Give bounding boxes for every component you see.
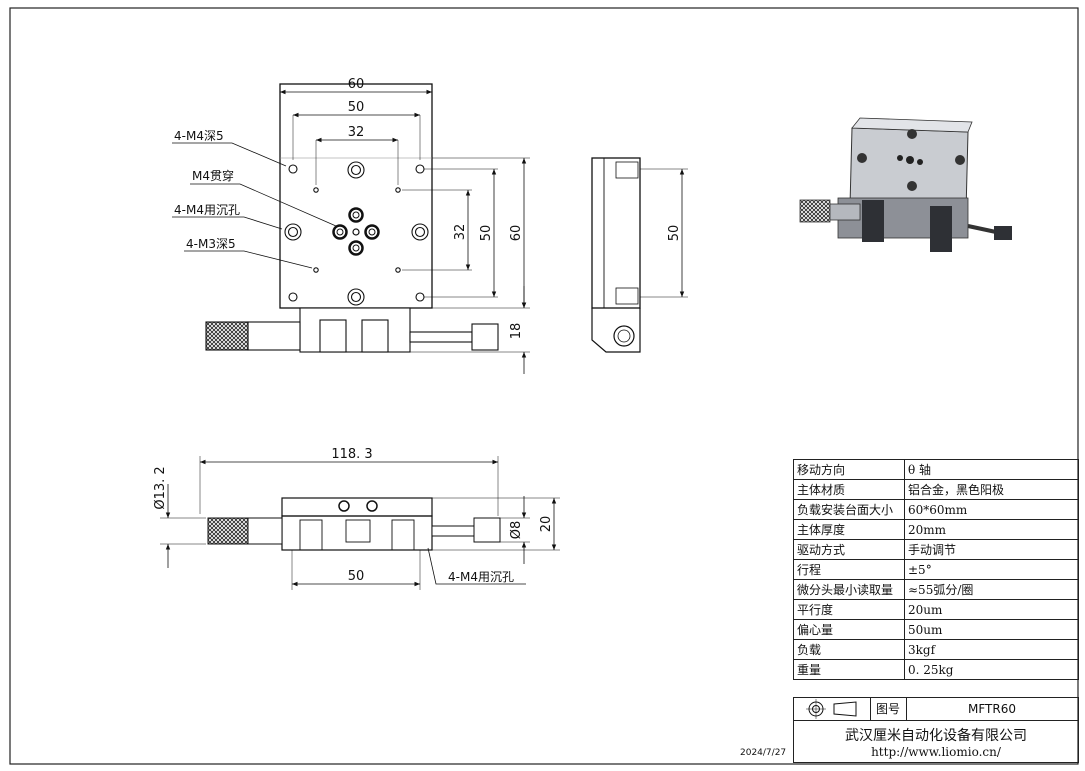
spec-key: 重量 xyxy=(793,659,905,680)
mounting-holes xyxy=(284,161,429,306)
spec-value: 铝合金，黑色阳极 xyxy=(904,479,1079,500)
callout-m4-through: M4贯穿 xyxy=(192,168,234,183)
front-dim-50: 50 xyxy=(348,569,365,584)
front-callout-m4-counterbore: 4-M4用沉孔 xyxy=(448,570,514,584)
dim-60-width: 60 xyxy=(348,77,365,92)
dim-32-width: 32 xyxy=(348,125,365,140)
front-dim-20: 20 xyxy=(539,516,554,533)
spec-value: ≈55弧分/圈 xyxy=(904,579,1079,600)
front-dim-spindle-diameter: Ø8 xyxy=(509,521,524,540)
top-view: 60 50 32 32 50 60 18 4-M4深5 M4贯穿 4-M4用沉孔… xyxy=(172,77,530,374)
dim-50-height: 50 xyxy=(479,225,494,242)
front-dim-length: 118. 3 xyxy=(331,447,372,462)
spec-value: 0. 25kg xyxy=(904,659,1079,680)
side-dim-50: 50 xyxy=(667,225,682,242)
top-plate-outline xyxy=(279,83,433,309)
spec-value: ±5° xyxy=(904,559,1079,580)
spec-row: 主体材质铝合金，黑色阳极 xyxy=(793,479,1079,500)
spec-key: 移动方向 xyxy=(793,459,905,480)
drawing-number-label: 图号 xyxy=(870,698,907,720)
spec-value: 60*60mm xyxy=(904,499,1079,520)
spec-key: 主体材质 xyxy=(793,479,905,500)
dim-60-height: 60 xyxy=(509,225,524,242)
sheet-border xyxy=(9,7,1079,765)
spec-key: 平行度 xyxy=(793,599,905,620)
spec-key: 主体厚度 xyxy=(793,519,905,540)
company-url: http://www.liomio.cn/ xyxy=(871,745,1001,759)
spec-key: 行程 xyxy=(793,559,905,580)
callout-m3-depth: 4-M3深5 xyxy=(186,237,236,251)
top-view-mechanism xyxy=(205,307,499,353)
drawing-number: MFTR60 xyxy=(968,702,1016,716)
title-block: 图号 MFTR60 武汉厘米自动化设备有限公司 http://www.liomi… xyxy=(793,697,1079,763)
first-angle-projection-icon xyxy=(794,698,871,720)
spec-value: 手动调节 xyxy=(904,539,1079,560)
callout-m4-counterbore: 4-M4用沉孔 xyxy=(174,203,240,217)
dim-18-height: 18 xyxy=(509,323,524,340)
callout-m4-depth: 4-M4深5 xyxy=(174,129,224,143)
spec-value: 3kgf xyxy=(904,639,1079,660)
spec-key: 驱动方式 xyxy=(793,539,905,560)
spec-value: θ 轴 xyxy=(904,459,1079,480)
dim-32-height: 32 xyxy=(453,224,468,241)
company-name: 武汉厘米自动化设备有限公司 xyxy=(845,728,1027,744)
spec-key: 偏心量 xyxy=(793,619,905,640)
spec-value: 20um xyxy=(904,599,1079,620)
front-view: 118. 3 Ø13. 2 50 Ø8 20 4-M4用沉孔 xyxy=(153,447,560,590)
spec-key: 负载安装台面大小 xyxy=(793,499,905,520)
spec-row: 驱动方式手动调节 xyxy=(793,539,1079,560)
spec-row: 微分头最小读取量≈55弧分/圈 xyxy=(793,579,1079,600)
spec-key: 微分头最小读取量 xyxy=(793,579,905,600)
spec-key: 负载 xyxy=(793,639,905,660)
isometric-view xyxy=(799,117,1012,252)
spec-row: 行程±5° xyxy=(793,559,1079,580)
spec-value: 50um xyxy=(904,619,1079,640)
spec-value: 20mm xyxy=(904,519,1079,540)
center-holes xyxy=(332,207,380,256)
dim-50-width: 50 xyxy=(348,100,365,115)
drawing-date: 2024/7/27 xyxy=(740,748,787,758)
side-view: 50 xyxy=(591,157,688,353)
front-dim-head-diameter: Ø13. 2 xyxy=(153,466,168,509)
